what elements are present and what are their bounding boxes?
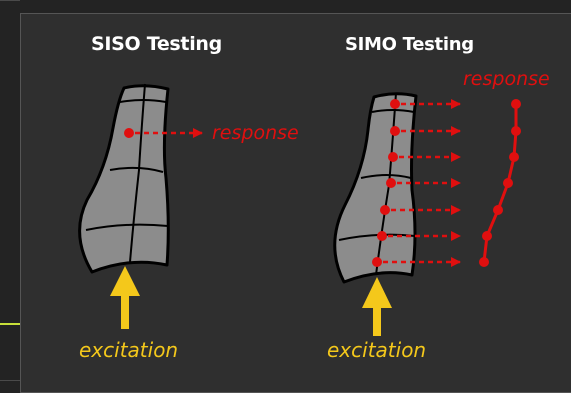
outer-frame-top — [0, 0, 20, 1]
simo-title: SIMO Testing — [345, 34, 474, 55]
simo-response-point — [503, 178, 513, 188]
simo-response-arrows — [372, 99, 461, 267]
simo-response-point — [482, 231, 492, 241]
simo-response-point — [509, 152, 519, 162]
siso-title: SISO Testing — [91, 33, 222, 55]
simo-excitation-label: excitation — [327, 338, 426, 362]
simo-response-point — [511, 99, 521, 109]
simo-measurement-point — [372, 257, 382, 267]
siso-excitation-arrow — [110, 266, 140, 329]
simo-excitation-arrow — [362, 277, 392, 336]
simo-measurement-point — [390, 99, 400, 109]
simo-response-points — [479, 99, 521, 267]
siso-structure — [78, 83, 170, 274]
simo-structure — [333, 92, 418, 284]
siso-structure-shape — [78, 84, 170, 274]
simo-response-point — [511, 126, 521, 136]
siso-mesh-lines — [85, 83, 169, 263]
simo-measurement-point — [377, 231, 387, 241]
siso-response-label: response — [212, 122, 299, 144]
simo-measurement-point — [380, 205, 390, 215]
simo-measurement-point — [388, 152, 398, 162]
siso-measurement-point — [124, 128, 134, 138]
accent-tick — [0, 323, 24, 325]
simo-measurement-point — [386, 178, 396, 188]
siso-response-arrow — [124, 128, 203, 138]
simo-response-point — [493, 205, 503, 215]
simo-structure-shape — [333, 92, 418, 284]
simo-response-point — [479, 257, 489, 267]
testing-diagram: response excitation response excitation — [78, 68, 550, 362]
simo-response-label: response — [463, 68, 550, 90]
simo-measurement-point — [390, 126, 400, 136]
siso-excitation-label: excitation — [79, 338, 178, 362]
